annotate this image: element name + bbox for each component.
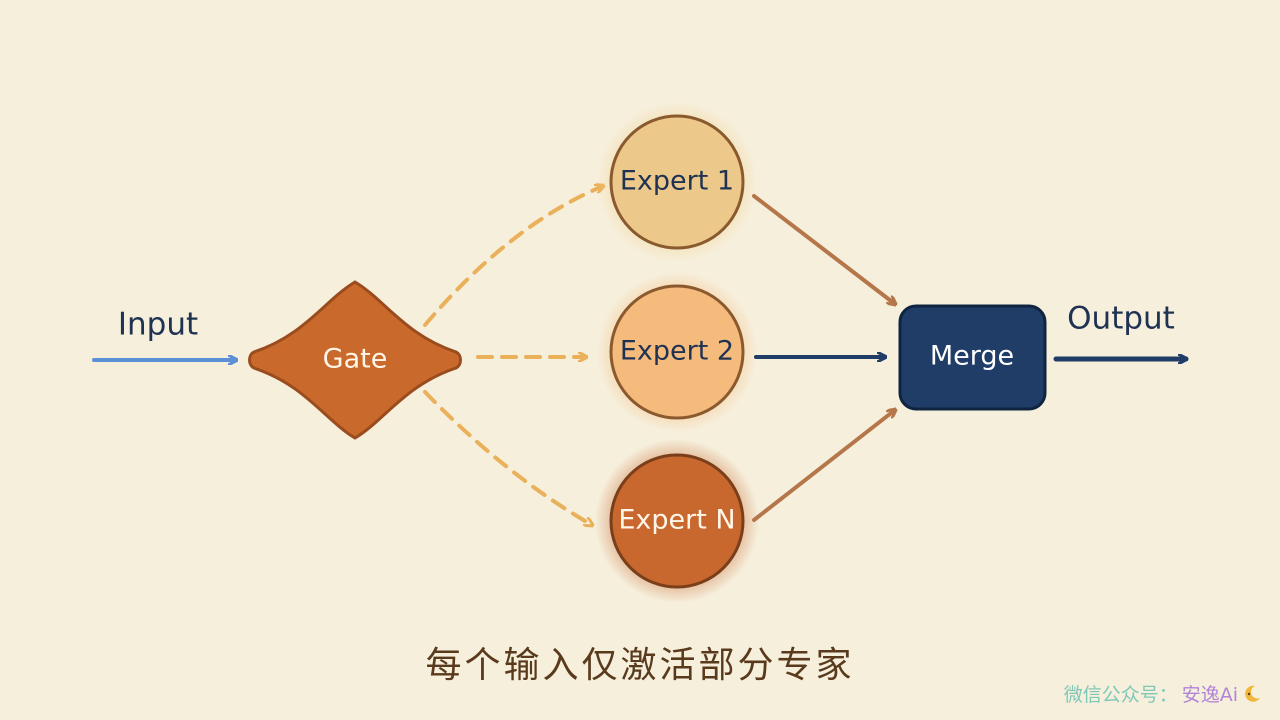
watermark-prefix: 微信公众号：: [1063, 684, 1178, 706]
expert-n-to-merge-arrow: [752, 410, 895, 522]
expert-1-to-merge-arrow: [752, 194, 895, 304]
gate-label: Gate: [323, 344, 388, 375]
merge-label: Merge: [930, 341, 1014, 372]
expert-1-label: Expert 1: [620, 166, 734, 197]
gate-to-expert-1-arrow: [423, 186, 603, 327]
expert-n-circle: [609, 453, 745, 589]
output-label: Output: [1067, 301, 1175, 337]
merge-box: [898, 304, 1047, 411]
moon-icon: [1242, 684, 1262, 704]
watermark: 微信公众号： 安逸Ai: [1064, 680, 1262, 707]
gate-to-expert-n-arrow: [423, 390, 592, 525]
expert-n-label: Expert N: [618, 505, 735, 536]
expert-1-circle: [609, 114, 745, 250]
watermark-brand: 安逸Ai: [1181, 684, 1238, 706]
expert-2-label: Expert 2: [620, 336, 734, 367]
expert-2-circle: [609, 284, 745, 420]
diagram-caption: 每个输入仅激活部分专家: [425, 645, 855, 686]
gate-shape: [248, 280, 462, 440]
input-label: Input: [118, 307, 198, 343]
